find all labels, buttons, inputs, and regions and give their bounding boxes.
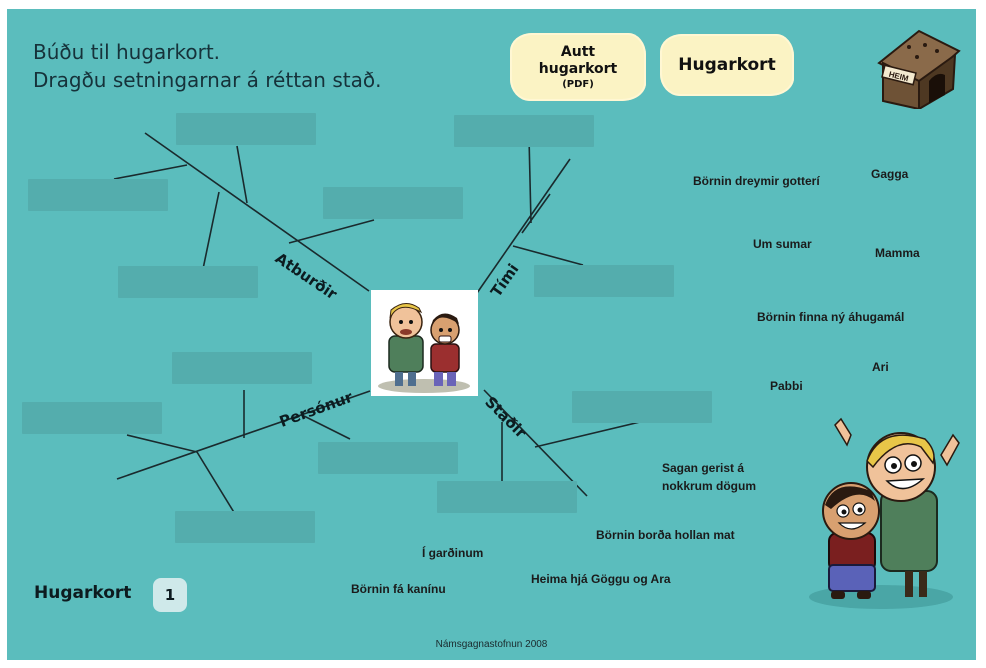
draggable-phrase[interactable]: Í garðinum bbox=[422, 546, 484, 560]
draggable-phrase[interactable]: Börnin finna ný áhugamál bbox=[757, 310, 905, 324]
instruction-line-1: Búðu til hugarkort. bbox=[33, 40, 221, 64]
draggable-phrase[interactable]: Börnin borða hollan mat bbox=[596, 528, 735, 542]
draggable-phrase[interactable]: Gagga bbox=[871, 167, 909, 181]
page-label: Hugarkort bbox=[34, 583, 132, 603]
drop-slot[interactable] bbox=[28, 179, 168, 211]
mindmap-branches bbox=[113, 132, 645, 515]
drop-slot[interactable] bbox=[22, 402, 162, 434]
draggable-phrase[interactable]: Börnin fá kanínu bbox=[351, 582, 446, 596]
center-kids-picture bbox=[371, 290, 478, 396]
drop-slot[interactable] bbox=[318, 442, 458, 474]
footer-credit: Námsgagnastofnun 2008 bbox=[435, 639, 548, 650]
instruction-line-2: Dragðu setningarnar á réttan stað. bbox=[33, 68, 382, 92]
page-number: 1 bbox=[164, 586, 176, 604]
blank-pdf-label-3: (PDF) bbox=[562, 78, 594, 90]
home-doghouse-icon[interactable]: HEIM bbox=[869, 23, 965, 109]
blank-pdf-label-2: hugarkort bbox=[538, 60, 618, 77]
drop-slot[interactable] bbox=[534, 265, 674, 297]
blank-mindmap-pdf-button[interactable]: Autt hugarkort (PDF) bbox=[510, 33, 646, 101]
blank-pdf-label-1: Autt bbox=[560, 43, 596, 60]
draggable-phrase[interactable]: Um sumar bbox=[753, 237, 812, 251]
draggable-phrase[interactable]: Mamma bbox=[875, 246, 920, 260]
draggable-phrase[interactable]: Ari bbox=[872, 360, 889, 374]
drop-slot[interactable] bbox=[454, 115, 594, 147]
kids-illustration bbox=[809, 417, 960, 609]
drop-slot[interactable] bbox=[118, 266, 258, 298]
mindmap-button[interactable]: Hugarkort bbox=[660, 34, 794, 96]
mindmap-button-label: Hugarkort bbox=[678, 55, 776, 75]
draggable-phrase[interactable]: nokkrum dögum bbox=[662, 479, 757, 493]
draggable-phrase[interactable]: Sagan gerist á bbox=[662, 461, 745, 475]
drop-slot[interactable] bbox=[323, 187, 463, 219]
drop-slot[interactable] bbox=[172, 352, 312, 384]
page-number-badge[interactable]: 1 bbox=[153, 578, 187, 612]
drop-slot[interactable] bbox=[437, 481, 577, 513]
drop-slot[interactable] bbox=[176, 113, 316, 145]
draggable-phrase[interactable]: Pabbi bbox=[770, 379, 803, 393]
mindmap-stage: Búðu til hugarkort. Dragðu setningarnar … bbox=[7, 9, 976, 660]
draggable-phrase[interactable]: Heima hjá Göggu og Ara bbox=[531, 572, 671, 586]
drop-slot[interactable] bbox=[572, 391, 712, 423]
draggable-phrase[interactable]: Börnin dreymir gotterí bbox=[693, 174, 820, 188]
drop-slot[interactable] bbox=[175, 511, 315, 543]
